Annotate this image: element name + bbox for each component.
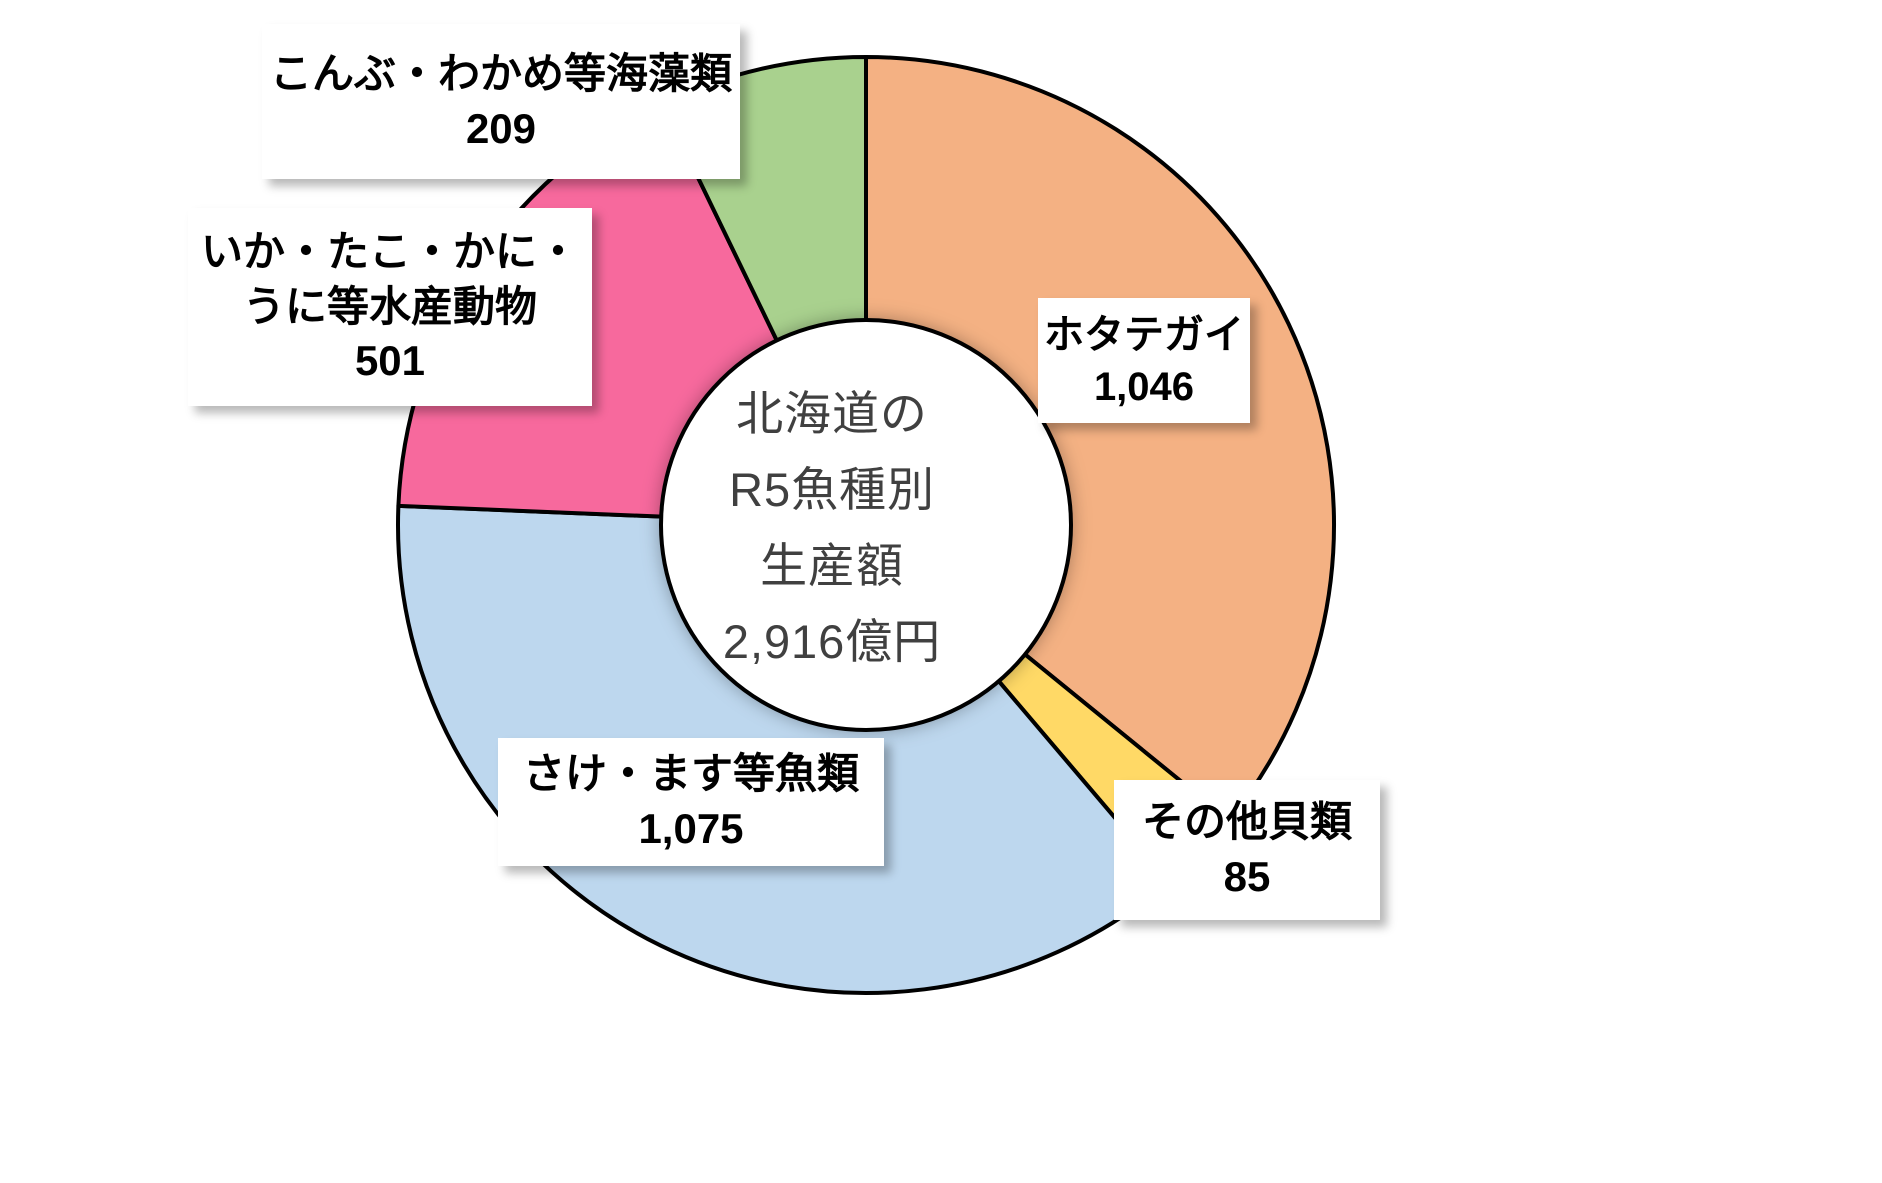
label-scallop-name: ホタテガイ	[1044, 312, 1244, 357]
label-aquatic-animals-name-line-2: うに等水産動物	[242, 282, 537, 330]
label-box-other-shellfish: その他貝類 85	[1114, 780, 1380, 920]
label-scallop-value: 1,046	[1093, 364, 1195, 409]
label-box-scallop: ホタテガイ 1,046	[1038, 298, 1250, 423]
label-other-shellfish-value: 85	[1223, 853, 1271, 900]
label-seaweed-value: 209	[465, 104, 537, 152]
donut-slice	[864, 55, 1336, 823]
label-aquatic-animals-name-line-1: いか・たこ・かに・	[200, 228, 579, 276]
label-salmon-trout-value: 1,075	[638, 805, 744, 852]
label-box-salmon-trout: さけ・ます等魚類 1,075	[498, 738, 884, 866]
label-box-seaweed: こんぶ・わかめ等海藻類 209	[262, 24, 740, 179]
label-aquatic-animals-value: 501	[354, 337, 426, 385]
donut-hole	[659, 318, 1073, 732]
label-seaweed-name: こんぶ・わかめ等海藻類	[270, 49, 733, 97]
label-other-shellfish-name: その他貝類	[1141, 798, 1352, 846]
label-salmon-trout-name: さけ・ます等魚類	[522, 750, 859, 798]
label-box-aquatic-animals: いか・たこ・かに・ うに等水産動物 501	[188, 208, 592, 406]
